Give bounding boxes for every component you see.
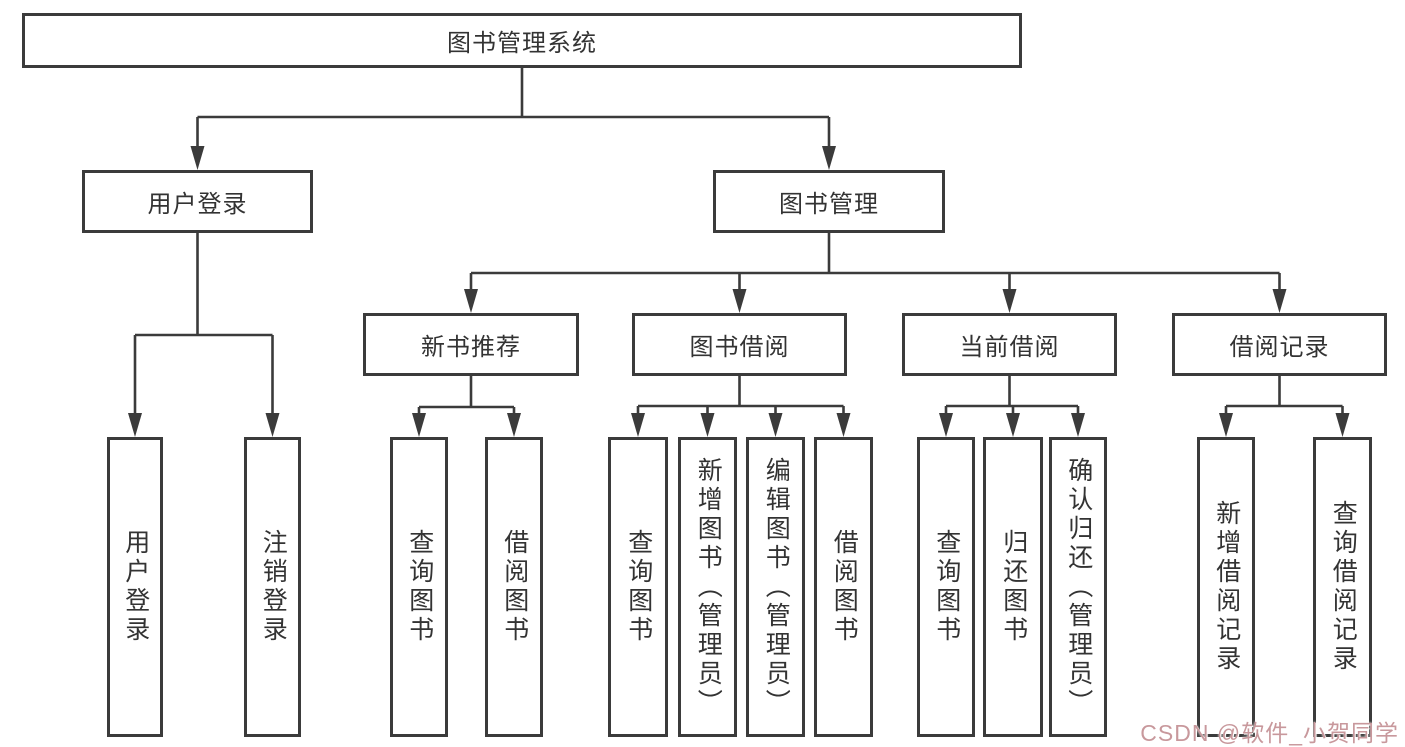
node-borrow-records: 借阅记录	[1172, 313, 1387, 376]
leaf-add-borrow-record: 新增借阅记录	[1197, 437, 1255, 737]
leaf-logout: 注销登录	[244, 437, 301, 737]
leaf-borrow-books: 借阅图书	[814, 437, 873, 737]
leaf-edit-books-admin: 编辑图书（管理员）	[746, 437, 805, 737]
leaf-query-borrow-record: 查询借阅记录	[1313, 437, 1372, 737]
watermark: CSDN @软件_小贺同学	[1140, 720, 1399, 746]
leaf-recommend-borrow-books: 借阅图书	[485, 437, 543, 737]
node-book-borrow: 图书借阅	[632, 313, 847, 376]
leaf-recommend-query-books: 查询图书	[390, 437, 448, 737]
leaf-confirm-return-admin: 确认归还（管理员）	[1049, 437, 1107, 737]
leaf-current-query-books: 查询图书	[917, 437, 975, 737]
node-book-management: 图书管理	[713, 170, 945, 233]
leaf-return-books: 归还图书	[983, 437, 1043, 737]
node-current-borrow: 当前借阅	[902, 313, 1117, 376]
leaf-user-login: 用户登录	[107, 437, 163, 737]
leaf-add-books-admin: 新增图书（管理员）	[678, 437, 737, 737]
node-root: 图书管理系统	[22, 13, 1022, 68]
node-new-book-recommend: 新书推荐	[363, 313, 579, 376]
leaf-borrow-query-books: 查询图书	[608, 437, 668, 737]
node-user-login: 用户登录	[82, 170, 313, 233]
